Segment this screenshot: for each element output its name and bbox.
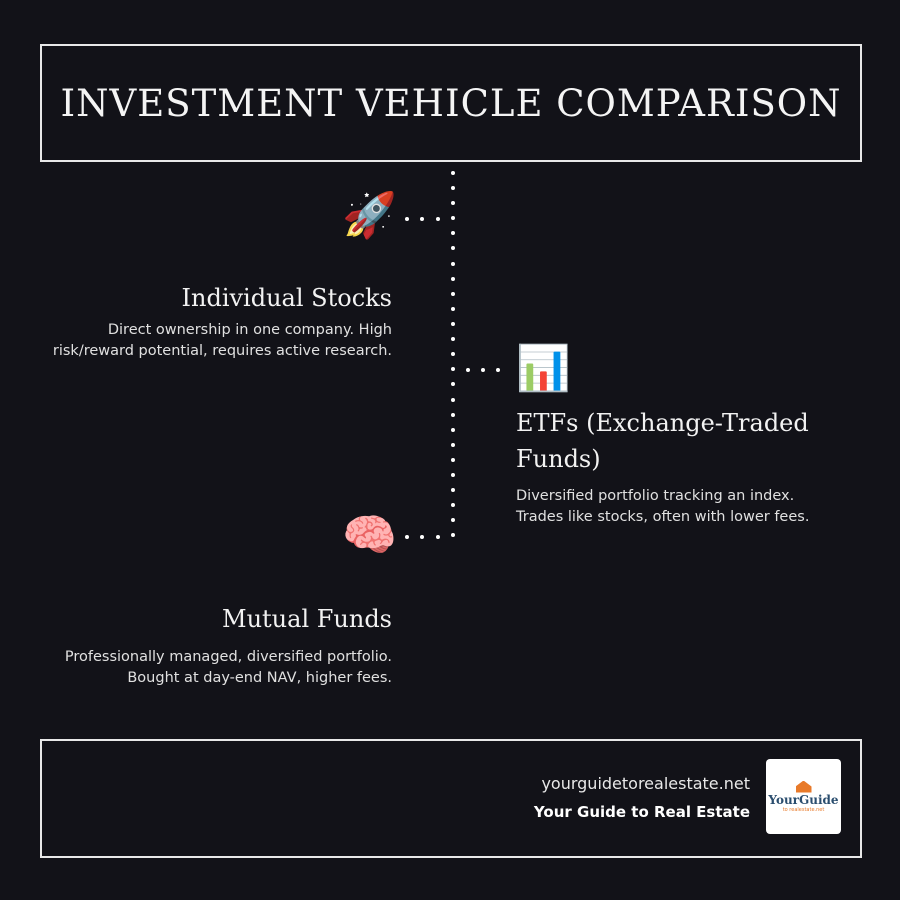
connector-dot	[451, 262, 455, 266]
connector-dot	[481, 368, 485, 372]
brand-name: Your Guide to Real Estate	[533, 803, 750, 821]
connector-dot	[451, 216, 455, 220]
connector-dot	[420, 535, 424, 539]
connector-dot	[451, 398, 455, 402]
desc-line: Bought at day-end NAV, higher fees.	[127, 670, 392, 686]
connector-dot	[451, 488, 455, 492]
connector-dot	[451, 337, 455, 341]
rocket-icon: 🚀	[342, 190, 397, 241]
mutual-funds-description: Professionally managed, diversified port…	[65, 647, 392, 689]
brain-icon: 🧠	[342, 510, 397, 561]
connector-dot	[451, 367, 455, 371]
connector-dot	[451, 503, 455, 507]
desc-line: Professionally managed, diversified port…	[64, 649, 392, 665]
connector-dot	[420, 217, 424, 221]
connector-dot	[451, 518, 455, 522]
connector-dot	[451, 382, 455, 386]
connector-dot	[451, 171, 455, 175]
page-title: INVESTMENT VEHICLE COMPARISON	[60, 81, 842, 125]
stocks-heading: Individual Stocks	[181, 284, 392, 312]
connector-dot	[451, 473, 455, 477]
connector-dot	[436, 217, 440, 221]
connector-dot	[451, 201, 455, 205]
connector-dot	[405, 217, 409, 221]
connector-dot	[451, 352, 455, 356]
etf-heading: ETFs (Exchange-Traded Funds)	[516, 405, 809, 477]
connector-dot	[451, 458, 455, 462]
connector-dot	[451, 186, 455, 190]
stocks-description: Direct ownership in one company. High ri…	[53, 320, 392, 362]
desc-line: risk/reward potential, requires active r…	[52, 343, 392, 359]
desc-line: Trades like stocks, often with lower fee…	[516, 509, 810, 525]
connector-dot	[466, 368, 470, 372]
connector-dot	[451, 428, 455, 432]
connector-dot	[451, 292, 455, 296]
connector-dot	[405, 535, 409, 539]
bar-chart-icon: 📊	[516, 343, 571, 394]
desc-line: Diversified portfolio tracking an index.	[516, 488, 795, 504]
house-icon	[795, 780, 812, 793]
desc-line: Direct ownership in one company. High	[107, 322, 392, 338]
heading-line: Funds)	[516, 445, 601, 473]
connector-dot	[451, 322, 455, 326]
logo-subtext: to realestate.net	[782, 806, 825, 813]
brand-logo: YourGuide to realestate.net	[766, 759, 841, 834]
connector-dot	[451, 246, 455, 250]
footer: yourguidetorealestate.net Your Guide to …	[40, 739, 862, 858]
connector-dot	[451, 307, 455, 311]
title-box: INVESTMENT VEHICLE COMPARISON	[40, 44, 862, 162]
connector-dot	[451, 413, 455, 417]
logo-text: YourGuide	[768, 792, 839, 807]
connector-dot	[436, 535, 440, 539]
etf-description: Diversified portfolio tracking an index.…	[516, 486, 809, 528]
heading-line: ETFs (Exchange-Traded	[516, 409, 809, 437]
connector-dot	[496, 368, 500, 372]
connector-dot	[451, 533, 455, 537]
connector-dot	[451, 231, 455, 235]
site-url[interactable]: yourguidetorealestate.net	[541, 774, 750, 793]
connector-dot	[451, 443, 455, 447]
mutual-funds-heading: Mutual Funds	[222, 605, 392, 633]
connector-dot	[451, 277, 455, 281]
